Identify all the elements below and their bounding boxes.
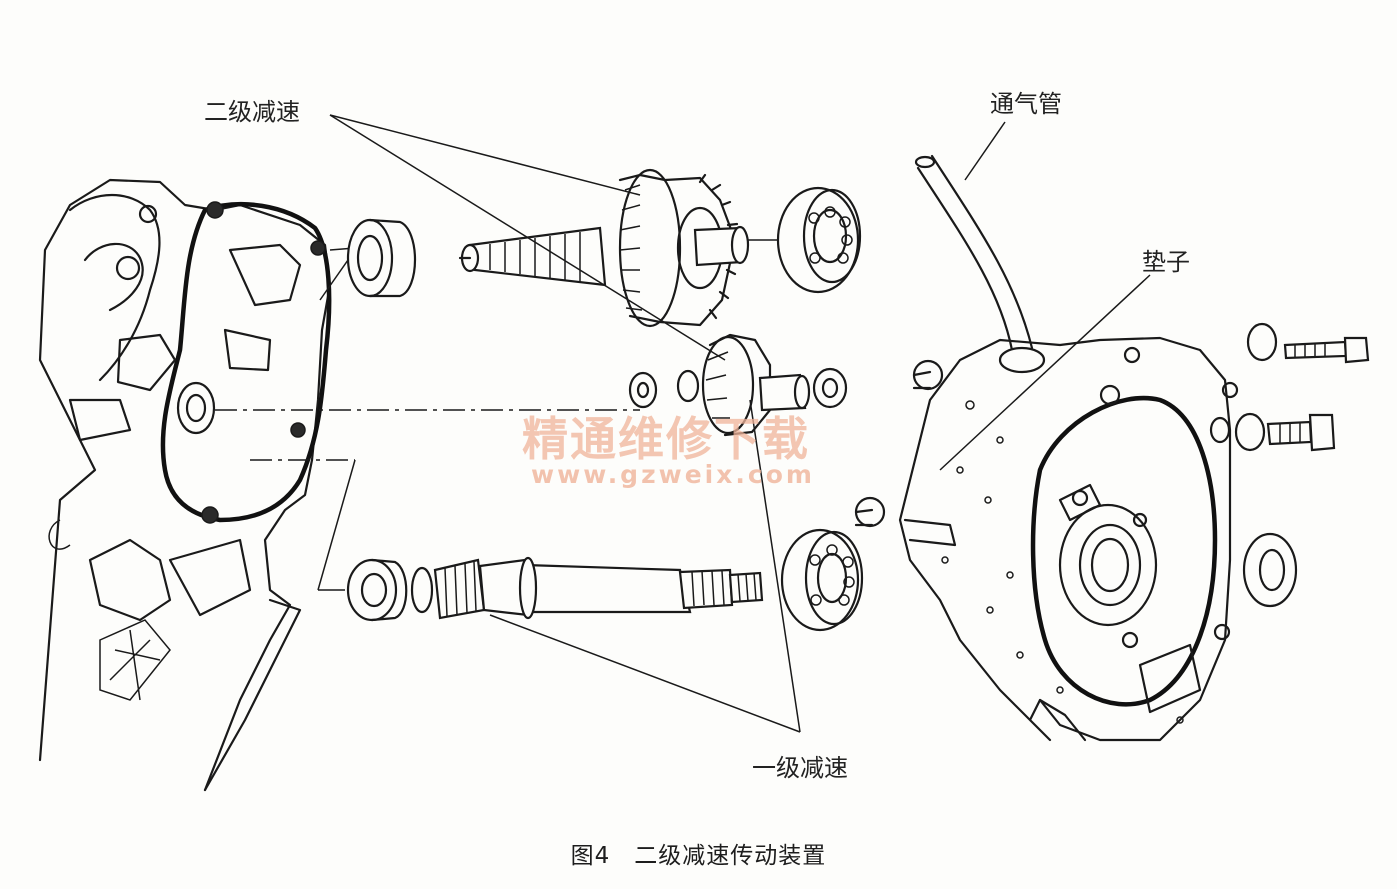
- label-breather-tube: 通气管: [990, 90, 1062, 118]
- figure-caption: 图4 二级减速传动装置: [570, 843, 827, 869]
- left-crankcase: [38, 178, 332, 792]
- second-stage-shaft: [458, 168, 750, 328]
- right-cover: [898, 336, 1239, 742]
- fasteners: [1209, 322, 1370, 608]
- leader-lines: [329, 114, 1151, 733]
- bearing-lower-right: [780, 528, 864, 632]
- first-stage-shaft: [346, 556, 764, 622]
- label-second-stage: 二级减速: [204, 98, 300, 126]
- label-gasket: 垫子: [1142, 248, 1190, 276]
- watermark-text: 精通维修下载: [522, 412, 810, 466]
- intermediate-gear: [628, 333, 848, 437]
- label-first-stage: 一级减速: [752, 754, 848, 782]
- breather-tube: [914, 154, 1046, 374]
- bearing-upper-left: [346, 218, 416, 298]
- bearing-upper-right: [776, 186, 862, 294]
- dowel-pins: [854, 359, 944, 528]
- watermark-url: www.gzweix.com: [531, 460, 815, 489]
